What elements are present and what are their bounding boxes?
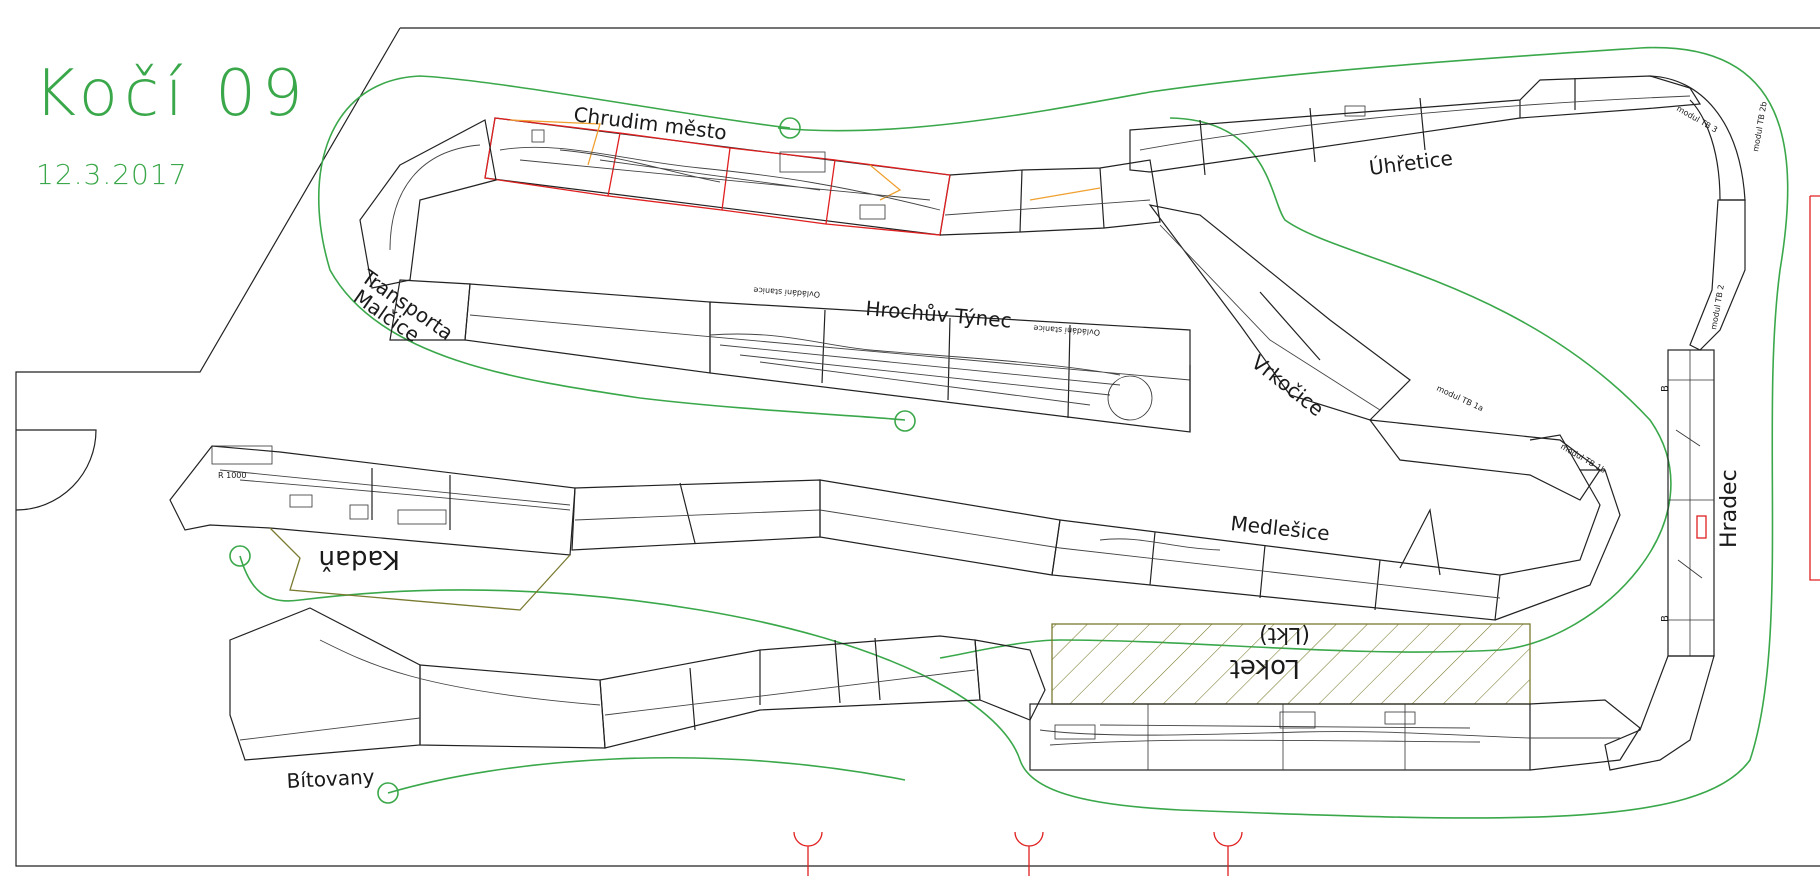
door-arc: [15, 429, 97, 511]
green-terminal-4: [377, 782, 399, 804]
loket-modules: [1029, 623, 1641, 771]
station-hradec: Hradec: [1717, 469, 1742, 548]
green-loop: [239, 46, 1789, 819]
station-vrkocice: Vrkočice: [1247, 350, 1329, 421]
station-hrochuv: Hrochův Týnec: [865, 296, 1013, 333]
green-terminal-1: [779, 117, 801, 139]
label-ovladani-2: Ovládání stanice: [1033, 323, 1100, 337]
station-bitovany: Bítovany: [286, 764, 375, 793]
hradec-modules: [1604, 349, 1715, 771]
label-r1000: R 1000: [218, 471, 246, 480]
plan-date: 12.3.2017: [36, 158, 188, 191]
label-b-top: B: [1660, 385, 1671, 392]
room-outline: [15, 27, 1820, 867]
plan-title: Kočí 09: [34, 57, 309, 131]
station-medlesice: Medlešice: [1229, 511, 1330, 545]
label-b-bottom: B: [1660, 615, 1671, 622]
station-uhretice: Úhřetice: [1368, 146, 1454, 180]
label-modul-tb2b: modul TB 2b: [1751, 101, 1769, 152]
hrochuv-modules: [389, 279, 1191, 433]
kadan-modules: [169, 445, 576, 611]
label-ovladani-1: Ovládání stanice: [753, 285, 820, 299]
medlesice-modules: [571, 434, 1621, 621]
green-terminal-3: [229, 545, 251, 567]
chrudim-modules: [359, 117, 1161, 289]
power-feeds: [793, 831, 1243, 876]
loket-hatched-area: [1051, 623, 1531, 705]
station-loket: Loket: [1230, 653, 1300, 683]
station-loket-code: (Lkt): [1259, 622, 1310, 647]
bitovany-modules: [229, 607, 1046, 761]
uhretice-modules: [1129, 75, 1746, 501]
station-kadan: Kadaň: [319, 544, 400, 574]
green-terminal-2: [894, 410, 916, 432]
wall-power-line: [1809, 195, 1820, 581]
label-modul-tb1a: modul TB 1a: [1435, 384, 1485, 414]
